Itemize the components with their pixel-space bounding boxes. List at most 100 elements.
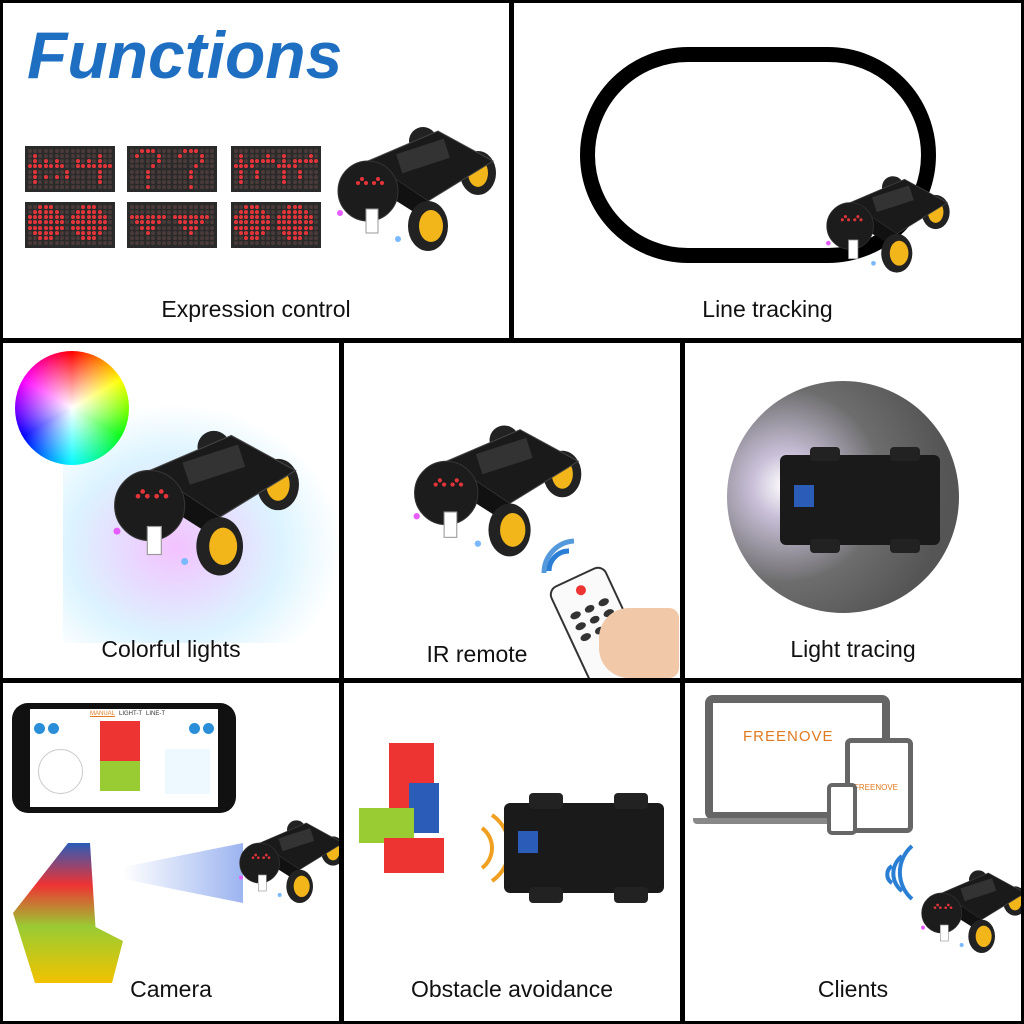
led-dot (249, 209, 254, 214)
led-dot (199, 241, 204, 246)
led-dot (151, 241, 156, 246)
led-dot (65, 204, 70, 209)
led-dot (260, 164, 265, 169)
camera-icon[interactable] (189, 723, 200, 734)
led-dot (249, 236, 254, 241)
led-dot (97, 220, 102, 225)
led-dot (65, 220, 70, 225)
led-dot (27, 174, 32, 179)
led-dot (276, 204, 281, 209)
led-dot (210, 180, 215, 185)
led-dot (97, 164, 102, 169)
led-dot (271, 148, 276, 153)
panel-label: Colorful lights (101, 636, 241, 662)
led-dot (156, 225, 161, 230)
led-dot (233, 148, 238, 153)
led-dot (308, 174, 313, 179)
panel-light-tracing: Light tracing (685, 343, 1021, 678)
led-dot (65, 180, 70, 185)
led-dot (59, 174, 64, 179)
led-dot (204, 169, 209, 174)
led-dot (135, 209, 140, 214)
led-dot (194, 236, 199, 241)
led-dot (33, 148, 38, 153)
freenove-logo: FREENOVE (854, 783, 899, 792)
led-dot (102, 185, 107, 190)
led-dot (145, 148, 150, 153)
led-dot (65, 215, 70, 220)
led-dot (97, 241, 102, 246)
led-dot (86, 241, 91, 246)
led-dot (81, 220, 86, 225)
led-dot (287, 236, 292, 241)
led-dot (70, 230, 75, 235)
led-dot (33, 174, 38, 179)
led-dot (59, 230, 64, 235)
led-dot (108, 204, 113, 209)
app-tab-line-t[interactable]: LINE-T (146, 711, 166, 717)
led-dot (292, 204, 297, 209)
led-dot (81, 148, 86, 153)
led-dot (204, 236, 209, 241)
settings-icon[interactable] (34, 723, 45, 734)
led-dot (239, 204, 244, 209)
led-dot (102, 230, 107, 235)
led-dot (255, 241, 260, 246)
led-dot (255, 159, 260, 164)
robot-car-image (103, 423, 313, 588)
led-dot (86, 220, 91, 225)
lego-obstacle (359, 743, 454, 873)
led-dot (260, 174, 265, 179)
led-dot (140, 241, 145, 246)
led-dot (49, 159, 54, 164)
led-dot (92, 220, 97, 225)
video-icon[interactable] (48, 723, 59, 734)
led-dot (33, 225, 38, 230)
led-dot (308, 215, 313, 220)
led-dot (244, 185, 249, 190)
led-dot (244, 174, 249, 179)
led-dot (188, 153, 193, 158)
led-dot (135, 204, 140, 209)
led-dot (167, 164, 172, 169)
led-dot (249, 230, 254, 235)
led-dot (102, 209, 107, 214)
led-dot (298, 220, 303, 225)
led-dot (49, 241, 54, 246)
led-dot (108, 153, 113, 158)
led-dot (244, 153, 249, 158)
led-dot (167, 159, 172, 164)
led-dot (129, 204, 134, 209)
led-dot (292, 153, 297, 158)
led-dot (140, 148, 145, 153)
led-dot (59, 209, 64, 214)
left-joystick[interactable] (38, 749, 83, 794)
led-dot (194, 209, 199, 214)
app-tab-manual[interactable]: MANUAL (90, 711, 116, 717)
led-dot (314, 148, 319, 153)
led-dot (108, 241, 113, 246)
right-joystick[interactable] (165, 749, 210, 794)
led-dot (194, 204, 199, 209)
led-dot (204, 180, 209, 185)
led-dot (298, 185, 303, 190)
led-dot (140, 220, 145, 225)
sound-icon[interactable] (203, 723, 214, 734)
led-dot (97, 236, 102, 241)
led-dot (135, 164, 140, 169)
led-matrix (25, 202, 115, 248)
led-dot (271, 236, 276, 241)
led-dot (135, 225, 140, 230)
led-dot (239, 148, 244, 153)
app-tab-light-t[interactable]: LIGHT-T (119, 711, 143, 717)
led-dot (59, 164, 64, 169)
led-dot (92, 164, 97, 169)
led-dot (92, 185, 97, 190)
led-dot (172, 209, 177, 214)
led-dot (314, 236, 319, 241)
led-dot (145, 174, 150, 179)
led-dot (292, 241, 297, 246)
led-dot (43, 185, 48, 190)
led-dot (260, 180, 265, 185)
led-dot (260, 215, 265, 220)
